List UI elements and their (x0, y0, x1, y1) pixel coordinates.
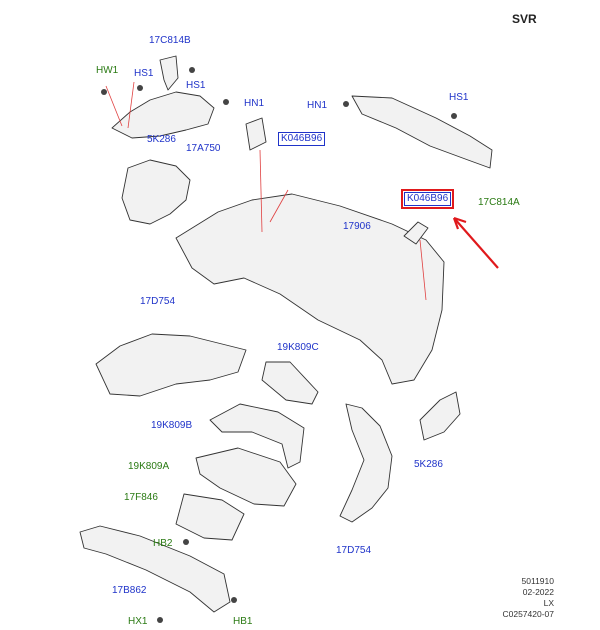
callout-hs1-a: HS1 (134, 68, 154, 79)
bumper-cover-17906 (175, 193, 445, 385)
callout-19K809C: 19K809C (277, 342, 319, 353)
callout-17B862: 17B862 (112, 585, 147, 596)
callout-17D754-a: 17D754 (140, 296, 176, 307)
bracket-17C814B (159, 55, 179, 91)
callout-hx1: HX1 (128, 616, 148, 627)
doc-date: 02-2022 (522, 587, 554, 597)
callout-hs1-b: HS1 (186, 80, 206, 91)
cover-5K286-right (419, 391, 461, 441)
callout-k046b96-b: K046B96 (400, 189, 455, 209)
trim-level: SVR (512, 12, 537, 26)
cover-5K286-left (121, 159, 191, 225)
callout-17D754-b: 17D754 (336, 545, 372, 556)
lower-trim-17D754-right (339, 403, 393, 523)
callout-17A750: 17A750 (186, 143, 221, 154)
callout-17F846: 17F846 (124, 492, 158, 503)
diffuser-19K809A (195, 447, 297, 507)
callout-19K809A: 19K809A (128, 461, 170, 472)
callout-17C814B: 17C814B (149, 35, 191, 46)
highlight-arrow-icon (452, 216, 499, 269)
model-code: LX (543, 598, 554, 608)
callout-hn1-a: HN1 (244, 98, 265, 109)
callout-hb1: HB1 (233, 616, 253, 627)
reinforcement-17B862 (79, 525, 231, 613)
callout-17906: 17906 (343, 221, 371, 232)
callout-5K286-a: 5K286 (147, 134, 176, 145)
callout-hw1: HW1 (96, 65, 119, 76)
callout-hb2: HB2 (153, 538, 173, 549)
doc-number: 5011910 (521, 576, 554, 586)
callout-hn1-b: HN1 (307, 100, 328, 111)
bracket-17A750 (111, 91, 215, 139)
bracket-17C814A (351, 95, 493, 169)
trim-19K809C (261, 361, 319, 405)
callout-hs1-c: HS1 (449, 92, 469, 103)
callout-19K809B: 19K809B (151, 420, 193, 431)
reflector-left (245, 117, 267, 151)
callout-5K286-b: 5K286 (414, 459, 443, 470)
callout-k046b96-a: K046B96 (278, 132, 326, 146)
reflector-right (403, 221, 429, 245)
trim-19K809B (209, 403, 305, 469)
lower-trim-17D754-left (95, 333, 247, 397)
bracket-17F846 (175, 493, 245, 541)
illustration-code: C0257420-07 (502, 609, 554, 619)
callout-17C814A: 17C814A (478, 197, 520, 208)
footer-block: 5011910 02-2022 LX C0257420-07 (502, 576, 554, 620)
